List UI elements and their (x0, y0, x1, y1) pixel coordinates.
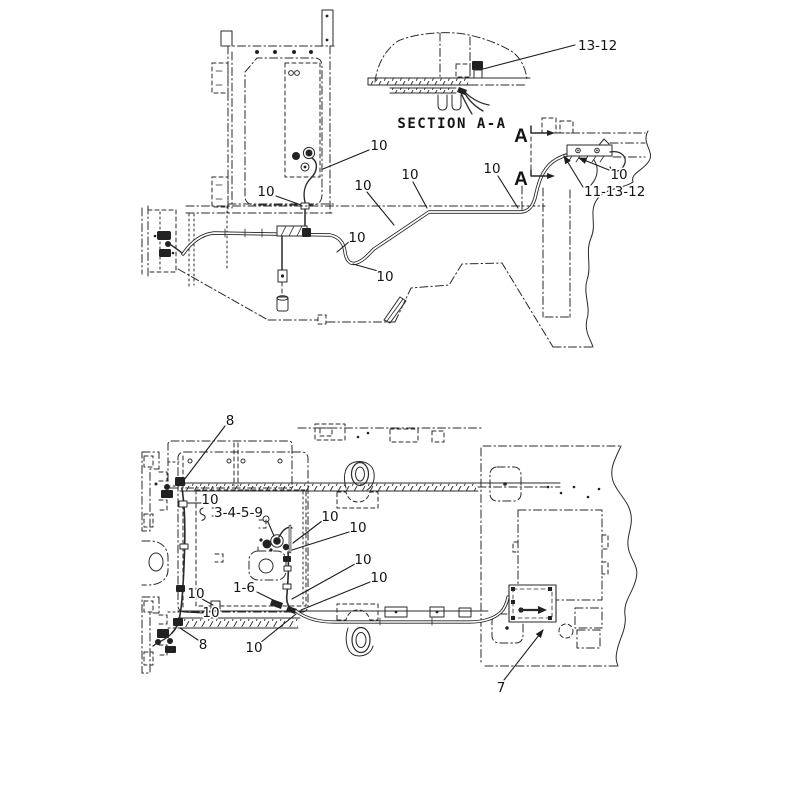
leader-line (563, 155, 584, 188)
cab-rear-panel (211, 9, 335, 214)
part-number-label: 10 (401, 167, 418, 183)
leader-line (201, 598, 214, 606)
leader-line (275, 195, 302, 206)
main-harness-top (181, 138, 626, 312)
part-number-label: 8 (199, 637, 208, 653)
callout-10-7: 10 (352, 263, 395, 287)
part-number-label: 1-6 (233, 580, 255, 596)
callout-10-5: 10 (482, 160, 519, 209)
part-number-label: 10 (376, 269, 393, 285)
callout-11-13-12-9: 11-13-12 (563, 155, 647, 202)
leader-line (256, 591, 282, 605)
callout-10-21: 10 (244, 613, 297, 658)
part-number-label: 10 (370, 570, 387, 586)
leader-line (291, 531, 350, 551)
leader-line (183, 611, 204, 614)
bottom-diagram (141, 423, 638, 674)
part-number-label: 7 (497, 680, 506, 696)
part-number-label: 11-13-12 (584, 184, 645, 200)
leader-line (497, 175, 519, 209)
callout-10-19: 10 (183, 604, 221, 623)
part-number-label: 13-12 (578, 38, 617, 54)
section-letter-top: A (514, 126, 528, 147)
leader-line (183, 425, 226, 481)
callout-10-4: 10 (400, 166, 428, 209)
leader-line (412, 181, 428, 209)
part-number-label: 10 (483, 161, 500, 177)
callout-10-16: 10 (300, 569, 389, 611)
leader-line (482, 44, 576, 70)
section-letter-bottom: A (514, 169, 528, 190)
frame-plan-view (167, 423, 638, 667)
callout-8-10: 8 (183, 412, 236, 481)
part-number-label: 10 (321, 509, 338, 525)
part-number-label: 10 (354, 552, 371, 568)
callout-7-22: 7 (495, 629, 544, 698)
callout-1-6-17: 1-6 (231, 579, 282, 605)
leader-line (322, 149, 370, 170)
part-number-label: 10 (348, 230, 365, 246)
callout-10-6: 10 (336, 229, 367, 253)
leader-line (336, 240, 351, 253)
callout-10-15: 10 (291, 551, 373, 600)
junction-box-plate (508, 584, 557, 623)
part-number-label: 10 (370, 138, 387, 154)
wire-clip-glyph (199, 507, 206, 521)
callout-10-13: 10 (292, 508, 340, 544)
callout-10-2: 10 (256, 183, 302, 206)
part-number-label: 10 (349, 520, 366, 536)
callout-10-11: 10 (187, 491, 220, 510)
leader-line (577, 157, 610, 171)
top-diagram (141, 9, 651, 348)
leader-line (179, 627, 199, 641)
part-number-label: 10 (187, 586, 204, 602)
harness-bottom (152, 477, 510, 647)
part-number-label: 10 (202, 605, 219, 621)
leader-line (366, 191, 395, 226)
section-cut-markers (530, 125, 555, 179)
callout-3-4-5-9-12: 3-4-5-9 (213, 504, 265, 523)
leader-line (259, 613, 297, 644)
callout-10-14: 10 (291, 519, 368, 551)
part-number-label: 10 (201, 492, 218, 508)
callout-10-8: 10 (577, 157, 629, 185)
leader-line (300, 581, 371, 611)
frame-side-view (141, 117, 651, 348)
part-number-label: 10 (245, 640, 262, 656)
callout-10-18: 10 (186, 585, 214, 606)
leader-line (291, 563, 356, 600)
part-number-label: 10 (257, 184, 274, 200)
leader-line (352, 263, 379, 272)
roof-housing-section-view (367, 32, 531, 115)
part-number-label: 3-4-5-9 (214, 505, 263, 521)
part-number-label: 8 (226, 413, 235, 429)
left-mount-brackets (141, 451, 180, 674)
part-number-label: 10 (354, 178, 371, 194)
leader-line (292, 520, 323, 544)
leader-line (503, 629, 544, 681)
callout-13-12-0: 13-12 (482, 37, 619, 70)
part-number-label: 10 (610, 167, 627, 183)
callout-8-20: 8 (179, 627, 209, 655)
section-title: SECTION A-A (397, 116, 506, 132)
callout-10-1: 10 (322, 137, 389, 170)
callout-10-3: 10 (353, 177, 395, 226)
